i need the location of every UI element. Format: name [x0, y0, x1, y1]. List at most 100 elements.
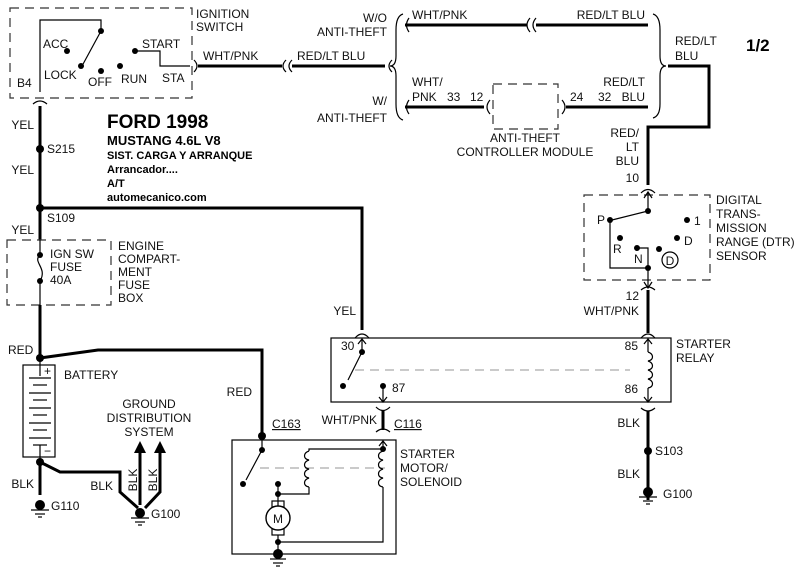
svg-text:MOTOR/: MOTOR/	[400, 461, 448, 475]
svg-text:COMPART-: COMPART-	[118, 252, 180, 266]
model: MUSTANG 4.6L V8	[107, 133, 221, 148]
svg-text:Arrancador....: Arrancador....	[107, 164, 178, 176]
svg-text:MENT: MENT	[118, 265, 153, 279]
dtr-sensor: D P R N D 1 DIGITAL TRANS- MISSION RANGE…	[583, 188, 795, 332]
position-start: START	[142, 37, 181, 51]
engine-fuse-box: IGN SW FUSE 40A ENGINE COMPART- MENT FUS…	[6, 239, 180, 358]
ground-g100-b: G100	[663, 487, 693, 501]
svg-text:WHT/PNK: WHT/PNK	[322, 413, 377, 427]
splice-s215: S215	[47, 142, 75, 156]
battery-minus: −	[44, 444, 51, 458]
svg-text:D: D	[666, 254, 675, 268]
svg-text:IGN SW: IGN SW	[50, 247, 95, 261]
overdrive-circle	[661, 251, 679, 269]
svg-text:33: 33	[447, 90, 461, 104]
red-lt-blu-to-dtr: RED/LT BLU RED/ LT BLU 10 1/2	[610, 34, 770, 185]
svg-text:RED: RED	[227, 385, 253, 399]
svg-text:SYSTEM: SYSTEM	[124, 425, 173, 439]
svg-text:RELAY: RELAY	[676, 351, 714, 365]
starter-relay: 30 87 85 86 STARTER RELAY	[330, 320, 731, 403]
svg-text:ENGINE: ENGINE	[118, 239, 164, 253]
relay-pin-30: 30	[341, 339, 355, 353]
svg-text:YEL: YEL	[11, 118, 34, 132]
svg-text:10: 10	[626, 171, 640, 185]
svg-text:RED/LT: RED/LT	[603, 75, 645, 89]
svg-text:FUSE: FUSE	[50, 260, 82, 274]
svg-text:FUSE: FUSE	[118, 278, 150, 292]
svg-text:BLK: BLK	[126, 469, 140, 492]
ground-g110: G110	[31, 499, 80, 518]
dtr-position-1: 1	[694, 214, 701, 228]
svg-text:RED/LT: RED/LT	[675, 34, 717, 48]
dtr-sensor-box	[583, 194, 711, 281]
svg-text:WHT/PNK: WHT/PNK	[584, 304, 639, 318]
terminal-b4: B4	[17, 76, 32, 90]
relay-coil-icon	[647, 351, 654, 389]
anti-theft-branch: W/O ANTI-THEFT W/ ANTI-THEFT WHT/PNK RED…	[317, 8, 667, 159]
dtr-position-p: P	[597, 213, 605, 227]
dtr-position-r: R	[613, 242, 622, 256]
svg-text:SIST. CARGA Y ARRANQUE: SIST. CARGA Y ARRANQUE	[107, 150, 252, 162]
svg-text:ANTI-THEFT: ANTI-THEFT	[317, 111, 388, 125]
battery-body	[22, 364, 56, 458]
svg-text:WHT/PNK: WHT/PNK	[203, 49, 258, 63]
battery-plus: +	[44, 364, 51, 378]
svg-text:BLK: BLK	[90, 479, 113, 493]
connector-c116: C116	[394, 417, 422, 431]
motor-icon	[265, 505, 291, 531]
w-anti-theft-label: W/	[372, 94, 387, 108]
ignition-switch-label2: SWITCH	[196, 20, 243, 34]
hold-in-coil-icon	[377, 450, 384, 488]
ignition-switch-label: IGNITION	[196, 7, 249, 21]
svg-text:32: 32	[598, 90, 612, 104]
svg-text:DIGITAL: DIGITAL	[716, 193, 762, 207]
relay-pin-85: 85	[625, 339, 639, 353]
svg-text:YEL: YEL	[11, 163, 34, 177]
ground-g100-a: G100	[151, 507, 181, 521]
ground-distribution: GROUND DISTRIBUTION SYSTEM BLK BLK G100	[107, 397, 192, 526]
svg-text:BLU: BLU	[675, 49, 698, 63]
page-number: 1/2	[746, 36, 770, 55]
connector-c163: C163	[272, 417, 301, 431]
yel-feed-wire: YEL S215 YEL S109 YEL YEL	[11, 106, 364, 330]
svg-text:BLK: BLK	[617, 416, 640, 430]
svg-text:LT: LT	[626, 140, 640, 154]
svg-text:BLK: BLK	[617, 467, 640, 481]
svg-text:YEL: YEL	[333, 304, 356, 318]
ignition-switch-box	[9, 7, 193, 99]
title: FORD 1998	[107, 112, 208, 133]
battery-label: BATTERY	[64, 368, 118, 382]
splice-s109: S109	[47, 211, 75, 225]
svg-text:DISTRIBUTION: DISTRIBUTION	[107, 411, 192, 425]
starter-motor-solenoid: WHT/PNK C116 C163 M STARTER MOTOR/	[231, 406, 462, 567]
wht-pnk-switch-wire: WHT/PNK RED/LT BLU	[198, 49, 393, 73]
svg-text:12: 12	[626, 289, 640, 303]
pull-in-coil-icon	[303, 450, 310, 488]
svg-text:12: 12	[470, 90, 484, 104]
position-run: RUN	[121, 72, 147, 86]
svg-text:24: 24	[570, 90, 584, 104]
ignition-switch: IGNITION SWITCH ACC LOCK OFF RUN START B…	[9, 7, 249, 105]
anti-theft-module-label: ANTI-THEFT	[490, 131, 561, 145]
svg-text:MISSION: MISSION	[716, 221, 767, 235]
svg-text:M: M	[273, 512, 283, 526]
svg-text:BLK: BLK	[146, 469, 160, 492]
svg-text:RED/LT BLU: RED/LT BLU	[297, 49, 365, 63]
fuse-icon	[37, 254, 43, 282]
svg-text:G110: G110	[51, 499, 80, 513]
svg-text:WHT/: WHT/	[412, 75, 443, 89]
svg-text:RED/LT BLU: RED/LT BLU	[577, 8, 645, 22]
position-lock: LOCK	[44, 68, 77, 82]
starter-relay-box	[330, 337, 672, 403]
svg-text:40A: 40A	[50, 273, 71, 287]
svg-text:ANTI-THEFT: ANTI-THEFT	[317, 25, 388, 39]
svg-text:SOLENOID: SOLENOID	[400, 475, 462, 489]
svg-text:STARTER: STARTER	[400, 447, 455, 461]
svg-text:BOX: BOX	[118, 291, 143, 305]
diagram-header: FORD 1998 MUSTANG 4.6L V8 SIST. CARGA Y …	[107, 112, 252, 204]
svg-text:YEL: YEL	[11, 223, 34, 237]
svg-text:BLK: BLK	[11, 477, 34, 491]
starter-box	[231, 439, 397, 555]
relay-pin-87: 87	[392, 381, 406, 395]
